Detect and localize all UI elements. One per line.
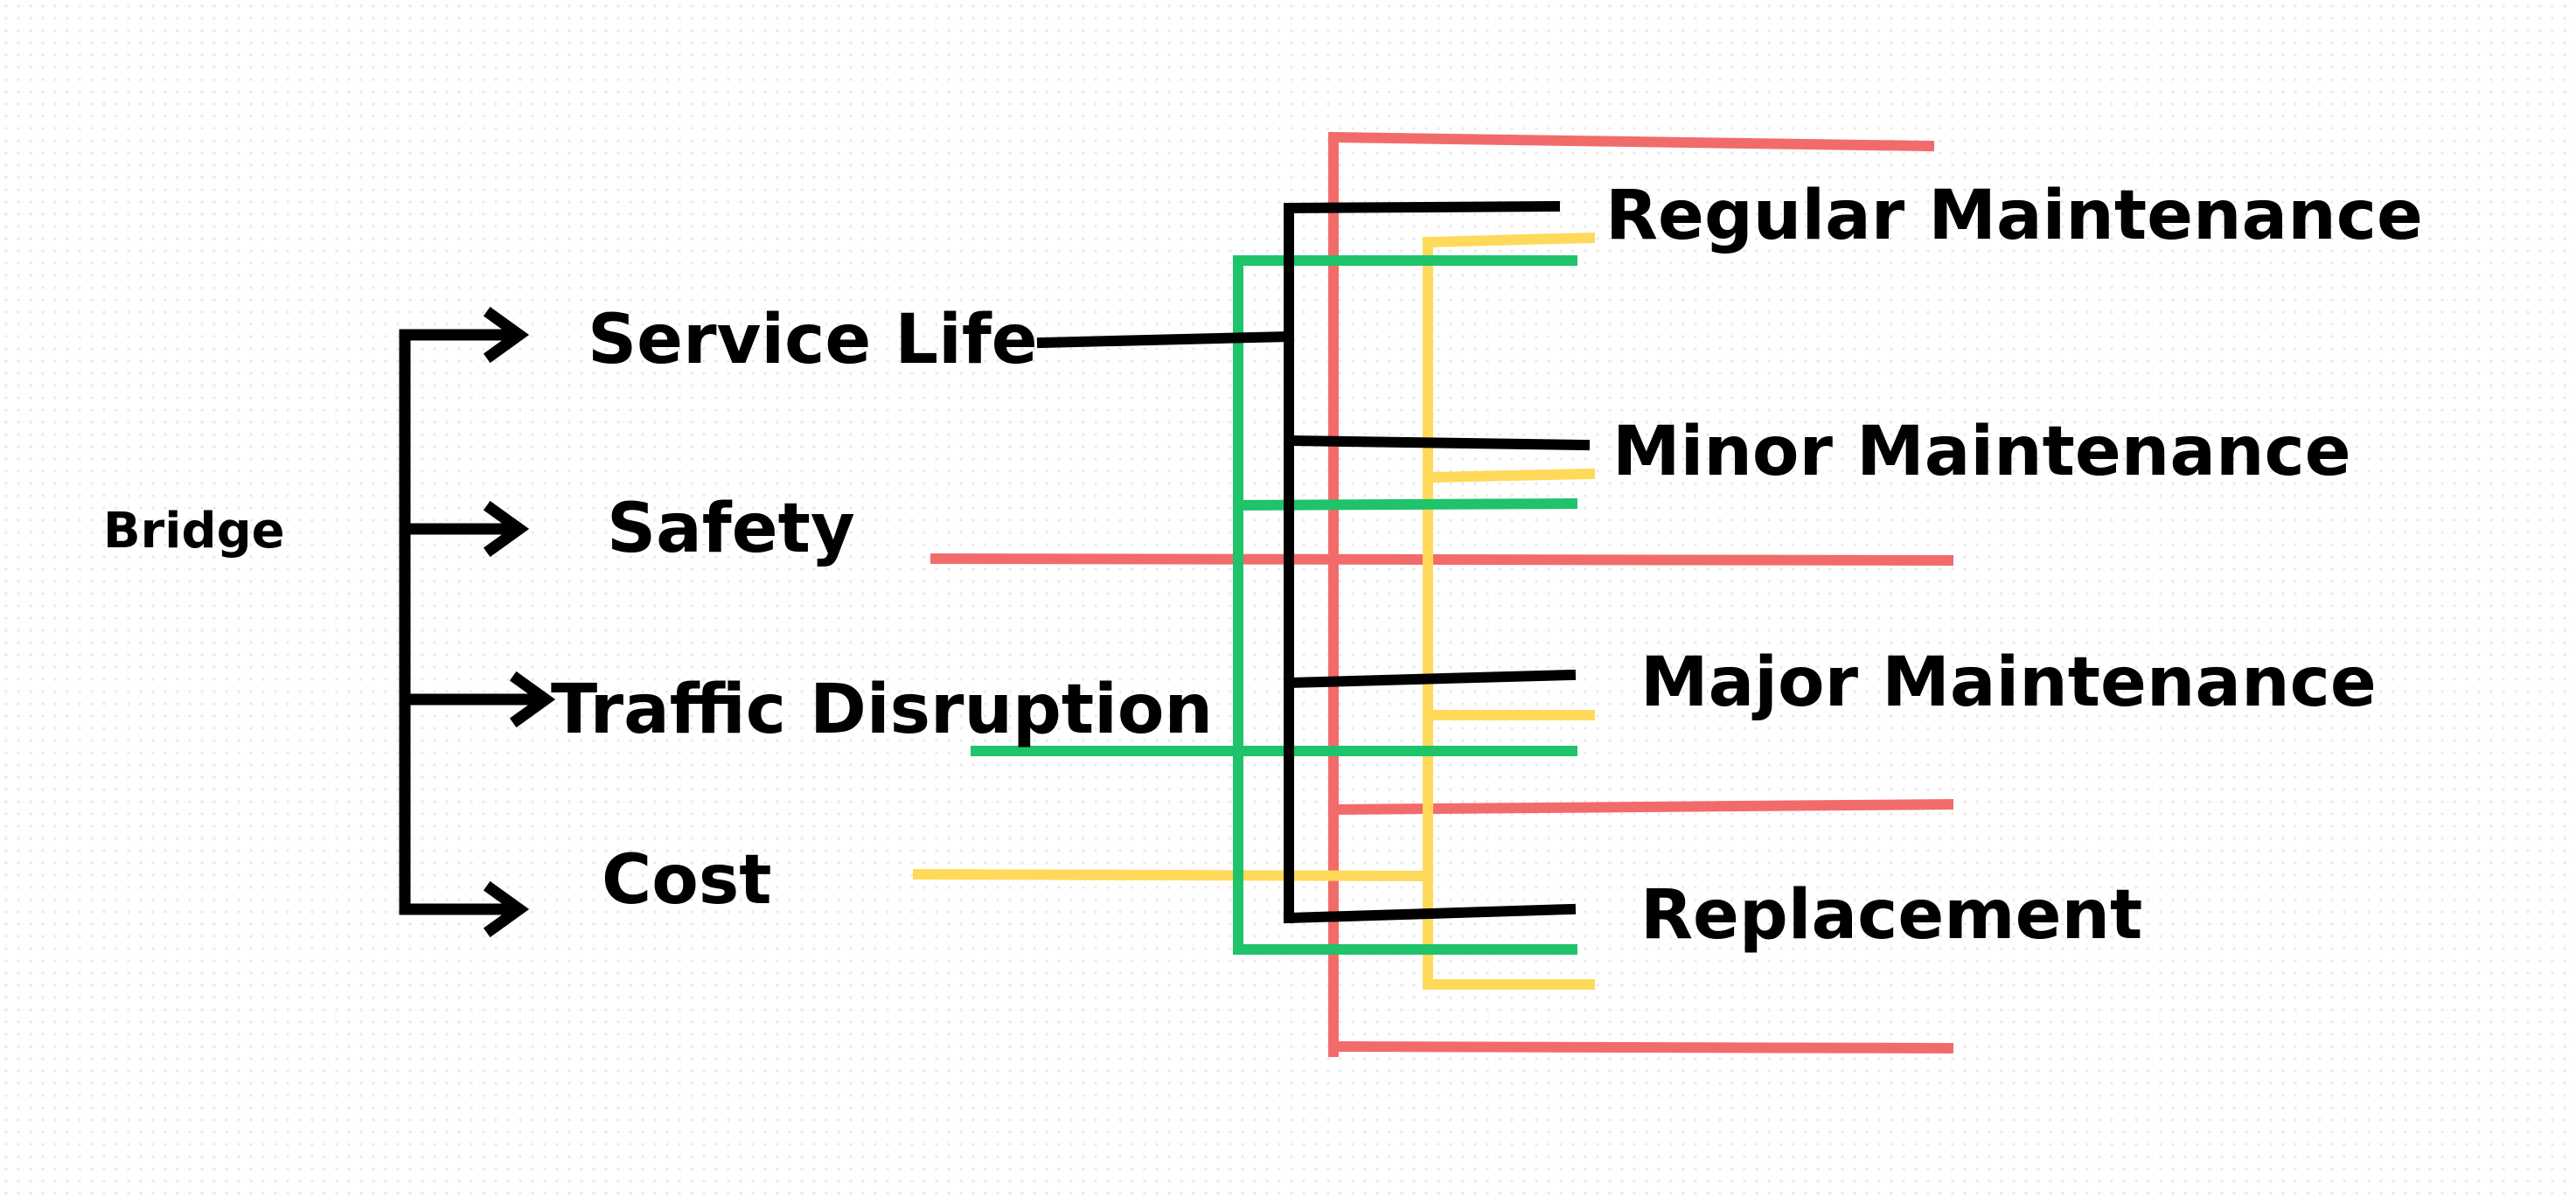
safety-to-minor-maintenance <box>929 553 1954 567</box>
service-life-to-regular-maintenance <box>1283 200 1561 214</box>
criterion-cost: Cost <box>602 841 772 920</box>
arrowhead-service-life <box>483 306 530 364</box>
service-life-to-minor-maintenance <box>1283 435 1591 451</box>
option-major-maintenance: Major Maintenance <box>1640 643 2377 722</box>
criterion-service-life: Service Life <box>588 301 1038 379</box>
service-life-to-major-maintenance <box>1283 669 1577 689</box>
cost-bracket <box>912 232 1596 990</box>
safety-to-major-maintenance <box>1327 798 1954 816</box>
option-minor-maintenance: Minor Maintenance <box>1612 413 2351 491</box>
safety-to-replacement <box>1327 1040 1954 1054</box>
criterion-safety: Safety <box>607 490 855 568</box>
arrowhead-cost <box>483 880 530 938</box>
option-regular-maintenance: Regular Maintenance <box>1605 177 2423 255</box>
arrowhead-safety <box>483 500 530 558</box>
service-life-bracket <box>1036 200 1591 924</box>
service-life-to-replacement <box>1283 903 1577 924</box>
service-life-input <box>1036 330 1295 349</box>
traffic-bracket <box>971 255 1578 955</box>
cost-to-regular-maintenance <box>1422 232 1596 248</box>
cost-to-minor-maintenance <box>1422 468 1596 483</box>
option-replacement: Replacement <box>1640 876 2143 955</box>
safety-to-regular-maintenance <box>1327 131 1935 152</box>
cost-input <box>912 868 1434 882</box>
arrowhead-traffic-disruption <box>509 671 556 728</box>
criterion-traffic-disruption: Traffic Disruption <box>551 671 1213 749</box>
safety-bracket <box>929 131 1954 1057</box>
root-bracket <box>399 306 556 938</box>
root-label-bridge: Bridge <box>103 503 285 560</box>
